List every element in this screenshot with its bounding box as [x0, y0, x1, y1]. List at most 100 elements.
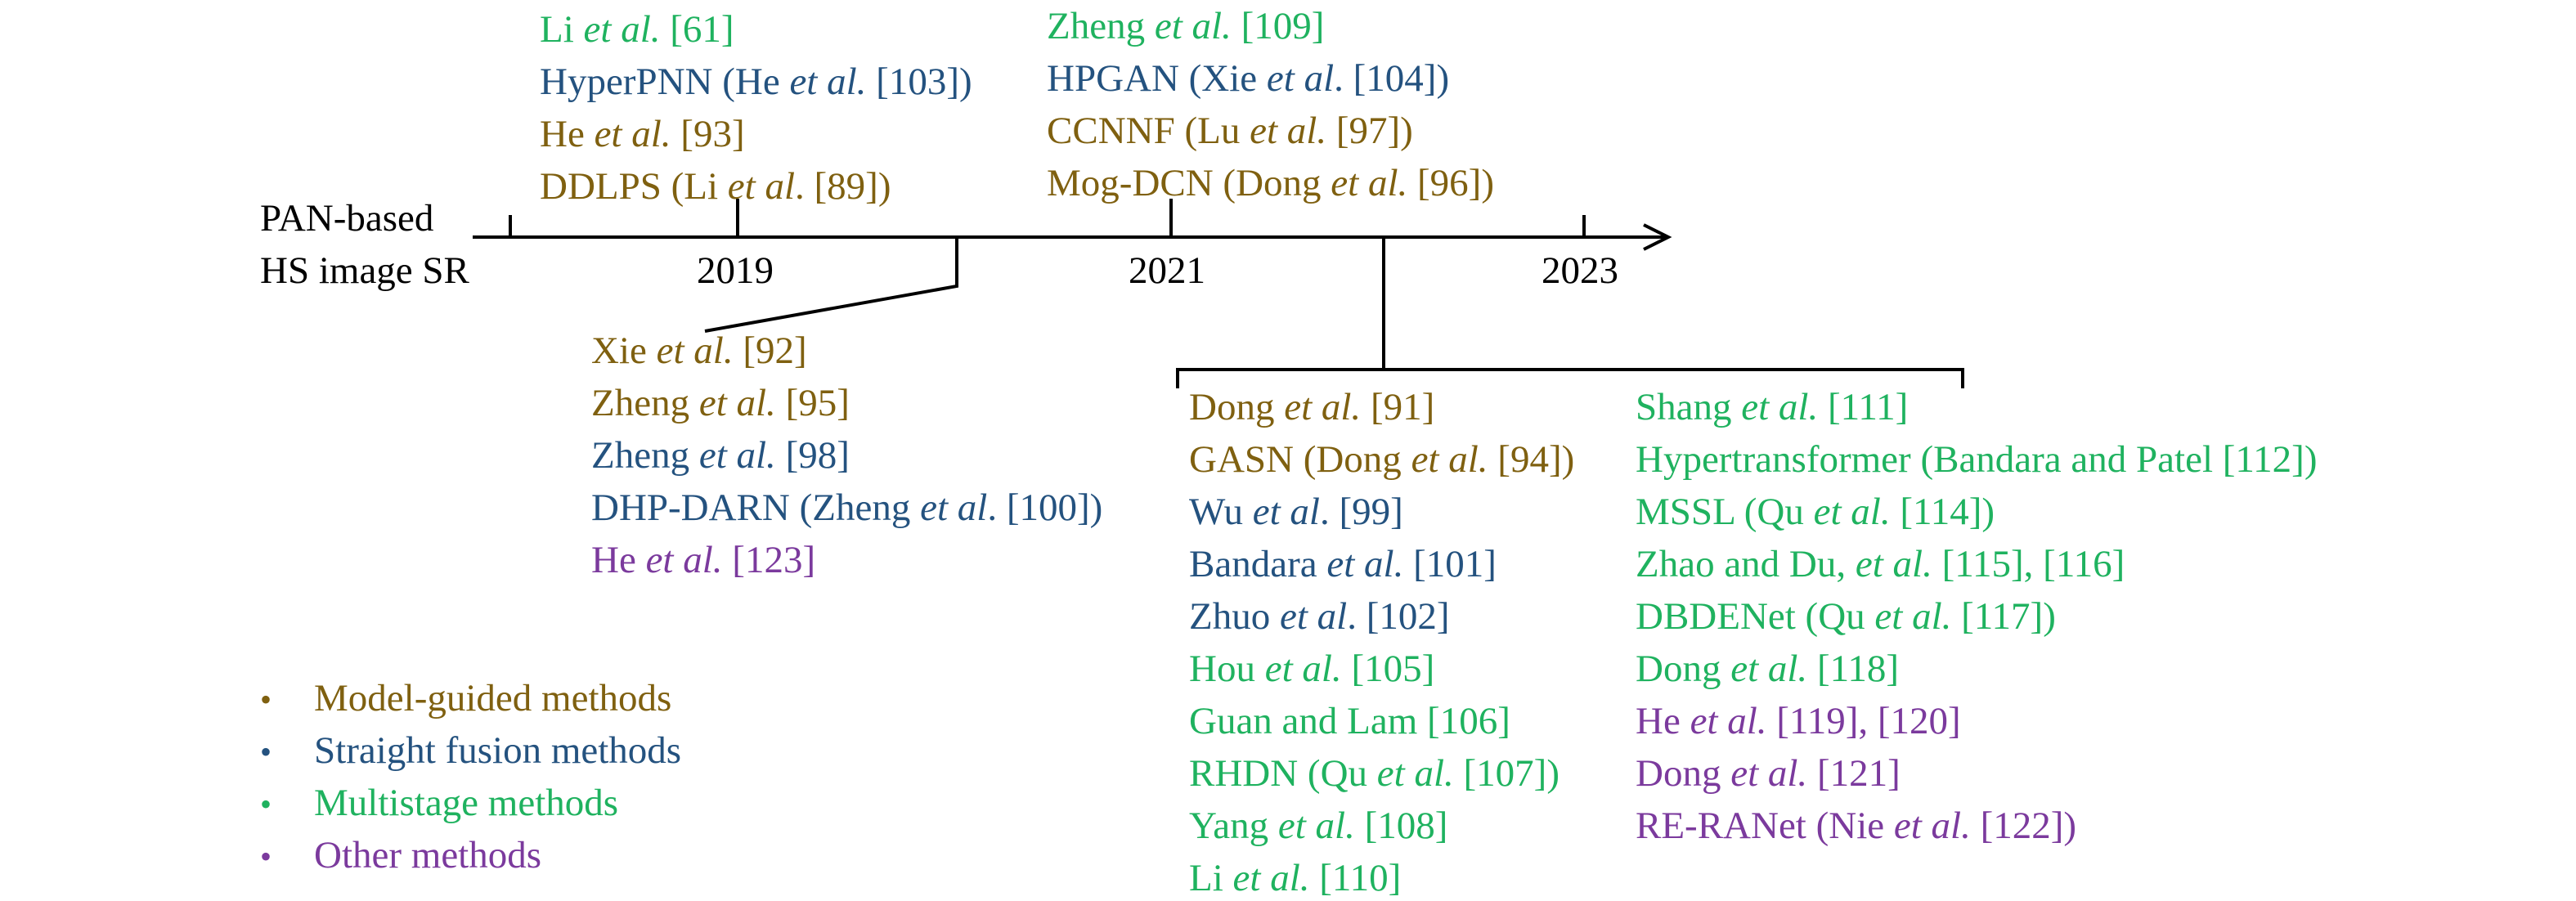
reference-citation: [121]	[1807, 752, 1901, 795]
bullet-icon: •	[260, 838, 272, 875]
reference-citation: . [100])	[987, 486, 1103, 529]
reference-text: Li	[1189, 857, 1233, 899]
reference-entry: Zhao and Du, et al. [115], [116]	[1636, 538, 2317, 590]
reference-text: He	[1636, 700, 1690, 742]
reference-text: Bandara	[1189, 543, 1327, 585]
reference-text: Zhuo	[1189, 595, 1280, 638]
reference-entry: Wu et al. [99]	[1189, 486, 1574, 538]
reference-entry: MSSL (Qu et al. [114])	[1636, 486, 2317, 538]
reference-entry: Mog-DCN (Dong et al. [96])	[1047, 157, 1494, 209]
reference-citation: [110]	[1309, 857, 1402, 899]
legend-label: Model-guided methods	[314, 677, 672, 719]
reference-entry: Hou et al. [105]	[1189, 643, 1574, 695]
reference-citation: [107])	[1453, 752, 1560, 795]
reference-entry: Dong et al. [121]	[1636, 747, 2317, 800]
legend-label: Multistage methods	[314, 782, 619, 824]
reference-et-al: et al.	[1411, 438, 1488, 481]
reference-citation: [108]	[1354, 805, 1448, 847]
reference-entry: DDLPS (Li et al. [89])	[540, 160, 972, 213]
reference-citation: [118]	[1807, 648, 1899, 690]
reference-et-al: et al.	[1855, 543, 1932, 585]
reference-text: DHP-DARN (Zheng	[591, 486, 921, 529]
reference-text: Hou	[1189, 648, 1265, 690]
reference-text: He	[591, 539, 646, 581]
reference-text: Zheng	[591, 434, 699, 477]
reference-text: He	[540, 113, 595, 155]
legend-item: • Other methods	[260, 829, 681, 881]
reference-et-al: et al.	[1893, 805, 1971, 847]
reference-citation: [98]	[775, 434, 850, 477]
reference-text: HyperPNN (He	[540, 61, 790, 103]
reference-et-al: et al.	[645, 539, 723, 581]
reference-citation: [123]	[722, 539, 816, 581]
reference-entry: DHP-DARN (Zheng et al. [100])	[591, 482, 1102, 534]
bullet-icon: •	[260, 786, 272, 823]
reference-citation: . [89])	[795, 165, 891, 208]
reference-entry: DBDENet (Qu et al. [117])	[1636, 590, 2317, 643]
bullet-icon: •	[260, 681, 272, 718]
reference-citation: . [99]	[1319, 491, 1403, 533]
reference-citation: [109]	[1231, 5, 1325, 47]
reference-citation: [114])	[1890, 491, 1995, 533]
reference-entry: HPGAN (Xie et al. [104])	[1047, 52, 1494, 105]
reference-text: CCNNF (Lu	[1047, 110, 1250, 152]
reference-entry: RE-RANet (Nie et al. [122])	[1636, 800, 2317, 852]
reference-citation: [61]	[660, 8, 734, 51]
axis-label-line2: HS image SR	[260, 249, 469, 292]
reference-text: DDLPS (Li	[540, 165, 728, 208]
reference-et-al: et al	[727, 165, 796, 208]
reference-citation: [93]	[671, 113, 745, 155]
reference-entry: Bandara et al. [101]	[1189, 538, 1574, 590]
reference-entry: He et al. [93]	[540, 108, 972, 160]
group-below-2022-left: Dong et al. [91]GASN (Dong et al. [94])W…	[1189, 381, 1574, 901]
reference-text: Zheng	[591, 382, 699, 424]
reference-et-al: et al.	[1730, 648, 1808, 690]
reference-entry: He et al. [119], [120]	[1636, 695, 2317, 747]
tick-label-2021: 2021	[1129, 249, 1205, 292]
reference-citation: [111]	[1818, 386, 1909, 428]
reference-entry: Zheng et al. [95]	[591, 377, 1102, 429]
reference-et-al: et al.	[1264, 648, 1342, 690]
reference-text: HPGAN (Xie	[1047, 57, 1267, 100]
reference-text: Hypertransformer (Bandara and Patel [112…	[1636, 438, 2318, 481]
reference-text: Yang	[1189, 805, 1278, 847]
reference-text: Li	[540, 8, 584, 51]
reference-et-al: et al	[920, 486, 988, 529]
tick-label-2023: 2023	[1542, 249, 1618, 292]
timeline-arrowhead	[1643, 223, 1672, 251]
reference-et-al: et al.	[656, 329, 734, 372]
axis-label-line1: PAN-based	[260, 197, 434, 240]
reference-citation: [105]	[1341, 648, 1435, 690]
reference-text: GASN (Dong	[1189, 438, 1411, 481]
reference-text: MSSL (Qu	[1636, 491, 1814, 533]
reference-citation: [101]	[1403, 543, 1497, 585]
reference-entry: RHDN (Qu et al. [107])	[1189, 747, 1574, 800]
reference-citation: . [102]	[1347, 595, 1450, 638]
reference-et-al: et al.	[1284, 386, 1362, 428]
reference-text: Xie	[591, 329, 657, 372]
legend-label: Other methods	[314, 834, 542, 876]
reference-citation: [94])	[1488, 438, 1575, 481]
reference-entry: Guan and Lam [106]	[1189, 695, 1574, 747]
reference-text: Mog-DCN (Dong	[1047, 162, 1331, 204]
reference-citation: [119], [120]	[1766, 700, 1961, 742]
reference-text: DBDENet (Qu	[1636, 595, 1875, 638]
reference-et-al: et al.	[1690, 700, 1767, 742]
tick-label-2019: 2019	[697, 249, 774, 292]
reference-et-al: et al	[1266, 57, 1335, 100]
group-below-2022-right: Shang et al. [111]Hypertransformer (Band…	[1636, 381, 2317, 852]
reference-citation: [122])	[1970, 805, 2077, 847]
group-above-2021: Zheng et al. [109] HPGAN (Xie et al. [104…	[1047, 0, 1494, 209]
reference-entry: HyperPNN (He et al. [103])	[540, 56, 972, 108]
reference-entry: Li et al. [61]	[540, 3, 972, 56]
reference-et-al: et al.	[698, 434, 776, 477]
legend-item: • Multistage methods	[260, 777, 681, 829]
reference-et-al: et al.	[1331, 162, 1408, 204]
reference-text: RE-RANet (Nie	[1636, 805, 1894, 847]
reference-text: Zheng	[1047, 5, 1155, 47]
reference-et-al: et al.	[1741, 386, 1819, 428]
reference-et-al: et al.	[583, 8, 661, 51]
reference-citation: [115], [116]	[1932, 543, 2125, 585]
reference-entry: Yang et al. [108]	[1189, 800, 1574, 852]
